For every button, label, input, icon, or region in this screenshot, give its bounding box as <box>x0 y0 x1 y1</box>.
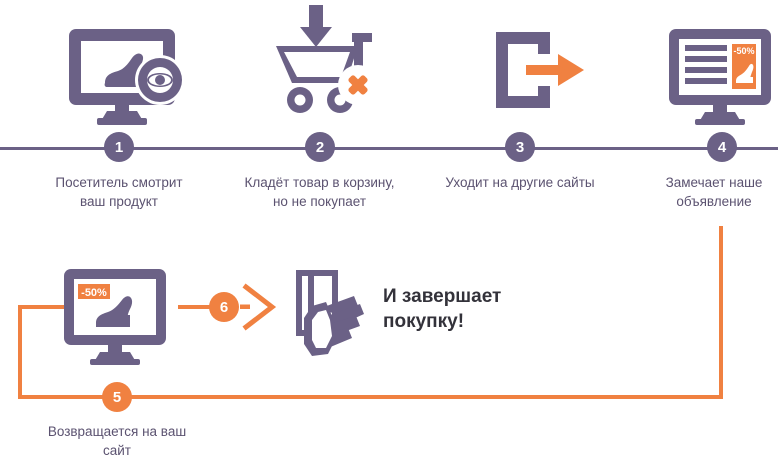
step-badge-5: 5 <box>102 382 132 412</box>
step-number-6: 6 <box>219 298 229 316</box>
step-badge-4: 4 <box>707 132 737 162</box>
exit-arrow-icon <box>492 28 587 113</box>
step-caption-1: Посетитель смотрит ваш продукт <box>55 175 183 209</box>
monitor-ad-icon: -50% <box>665 25 775 125</box>
timeline-purple <box>0 147 778 150</box>
cart-abandon-icon <box>270 5 380 120</box>
step-caption-2: Кладёт товар в корзину, но не покупает <box>244 175 395 209</box>
chevron-right-icon <box>240 283 290 331</box>
step-number-4: 4 <box>717 138 727 156</box>
orange-path-segment-down-right <box>719 226 723 399</box>
step-badge-2: 2 <box>305 132 335 162</box>
hand-credit-card-icon <box>292 266 372 361</box>
step-number-2: 2 <box>315 138 325 156</box>
monitor-discount-icon: -50% <box>60 265 170 365</box>
headline-text: И завершает покупку! <box>383 286 502 332</box>
step-caption-3: Уходит на другие сайты <box>445 175 595 190</box>
step-caption-5: Возвращается на ваш сайт <box>47 424 187 458</box>
orange-path-segment-bottom <box>18 395 723 399</box>
orange-path-segment-into-monitor <box>18 305 74 309</box>
step-badge-6: 6 <box>209 292 239 322</box>
discount-label-5: -50% <box>81 287 107 299</box>
step-number-3: 3 <box>515 138 525 156</box>
step-number-1: 1 <box>114 138 124 156</box>
step-badge-3: 3 <box>505 132 535 162</box>
ad-discount-label-4: -50% <box>733 46 754 56</box>
step-number-5: 5 <box>112 388 122 406</box>
orange-path-segment-left-up <box>18 305 22 399</box>
step-badge-1: 1 <box>104 132 134 162</box>
monitor-shoe-eye-icon <box>65 25 190 125</box>
orange-path-segment-to-step6 <box>178 305 218 309</box>
step-caption-4: Замечает наше объявление <box>665 175 763 209</box>
